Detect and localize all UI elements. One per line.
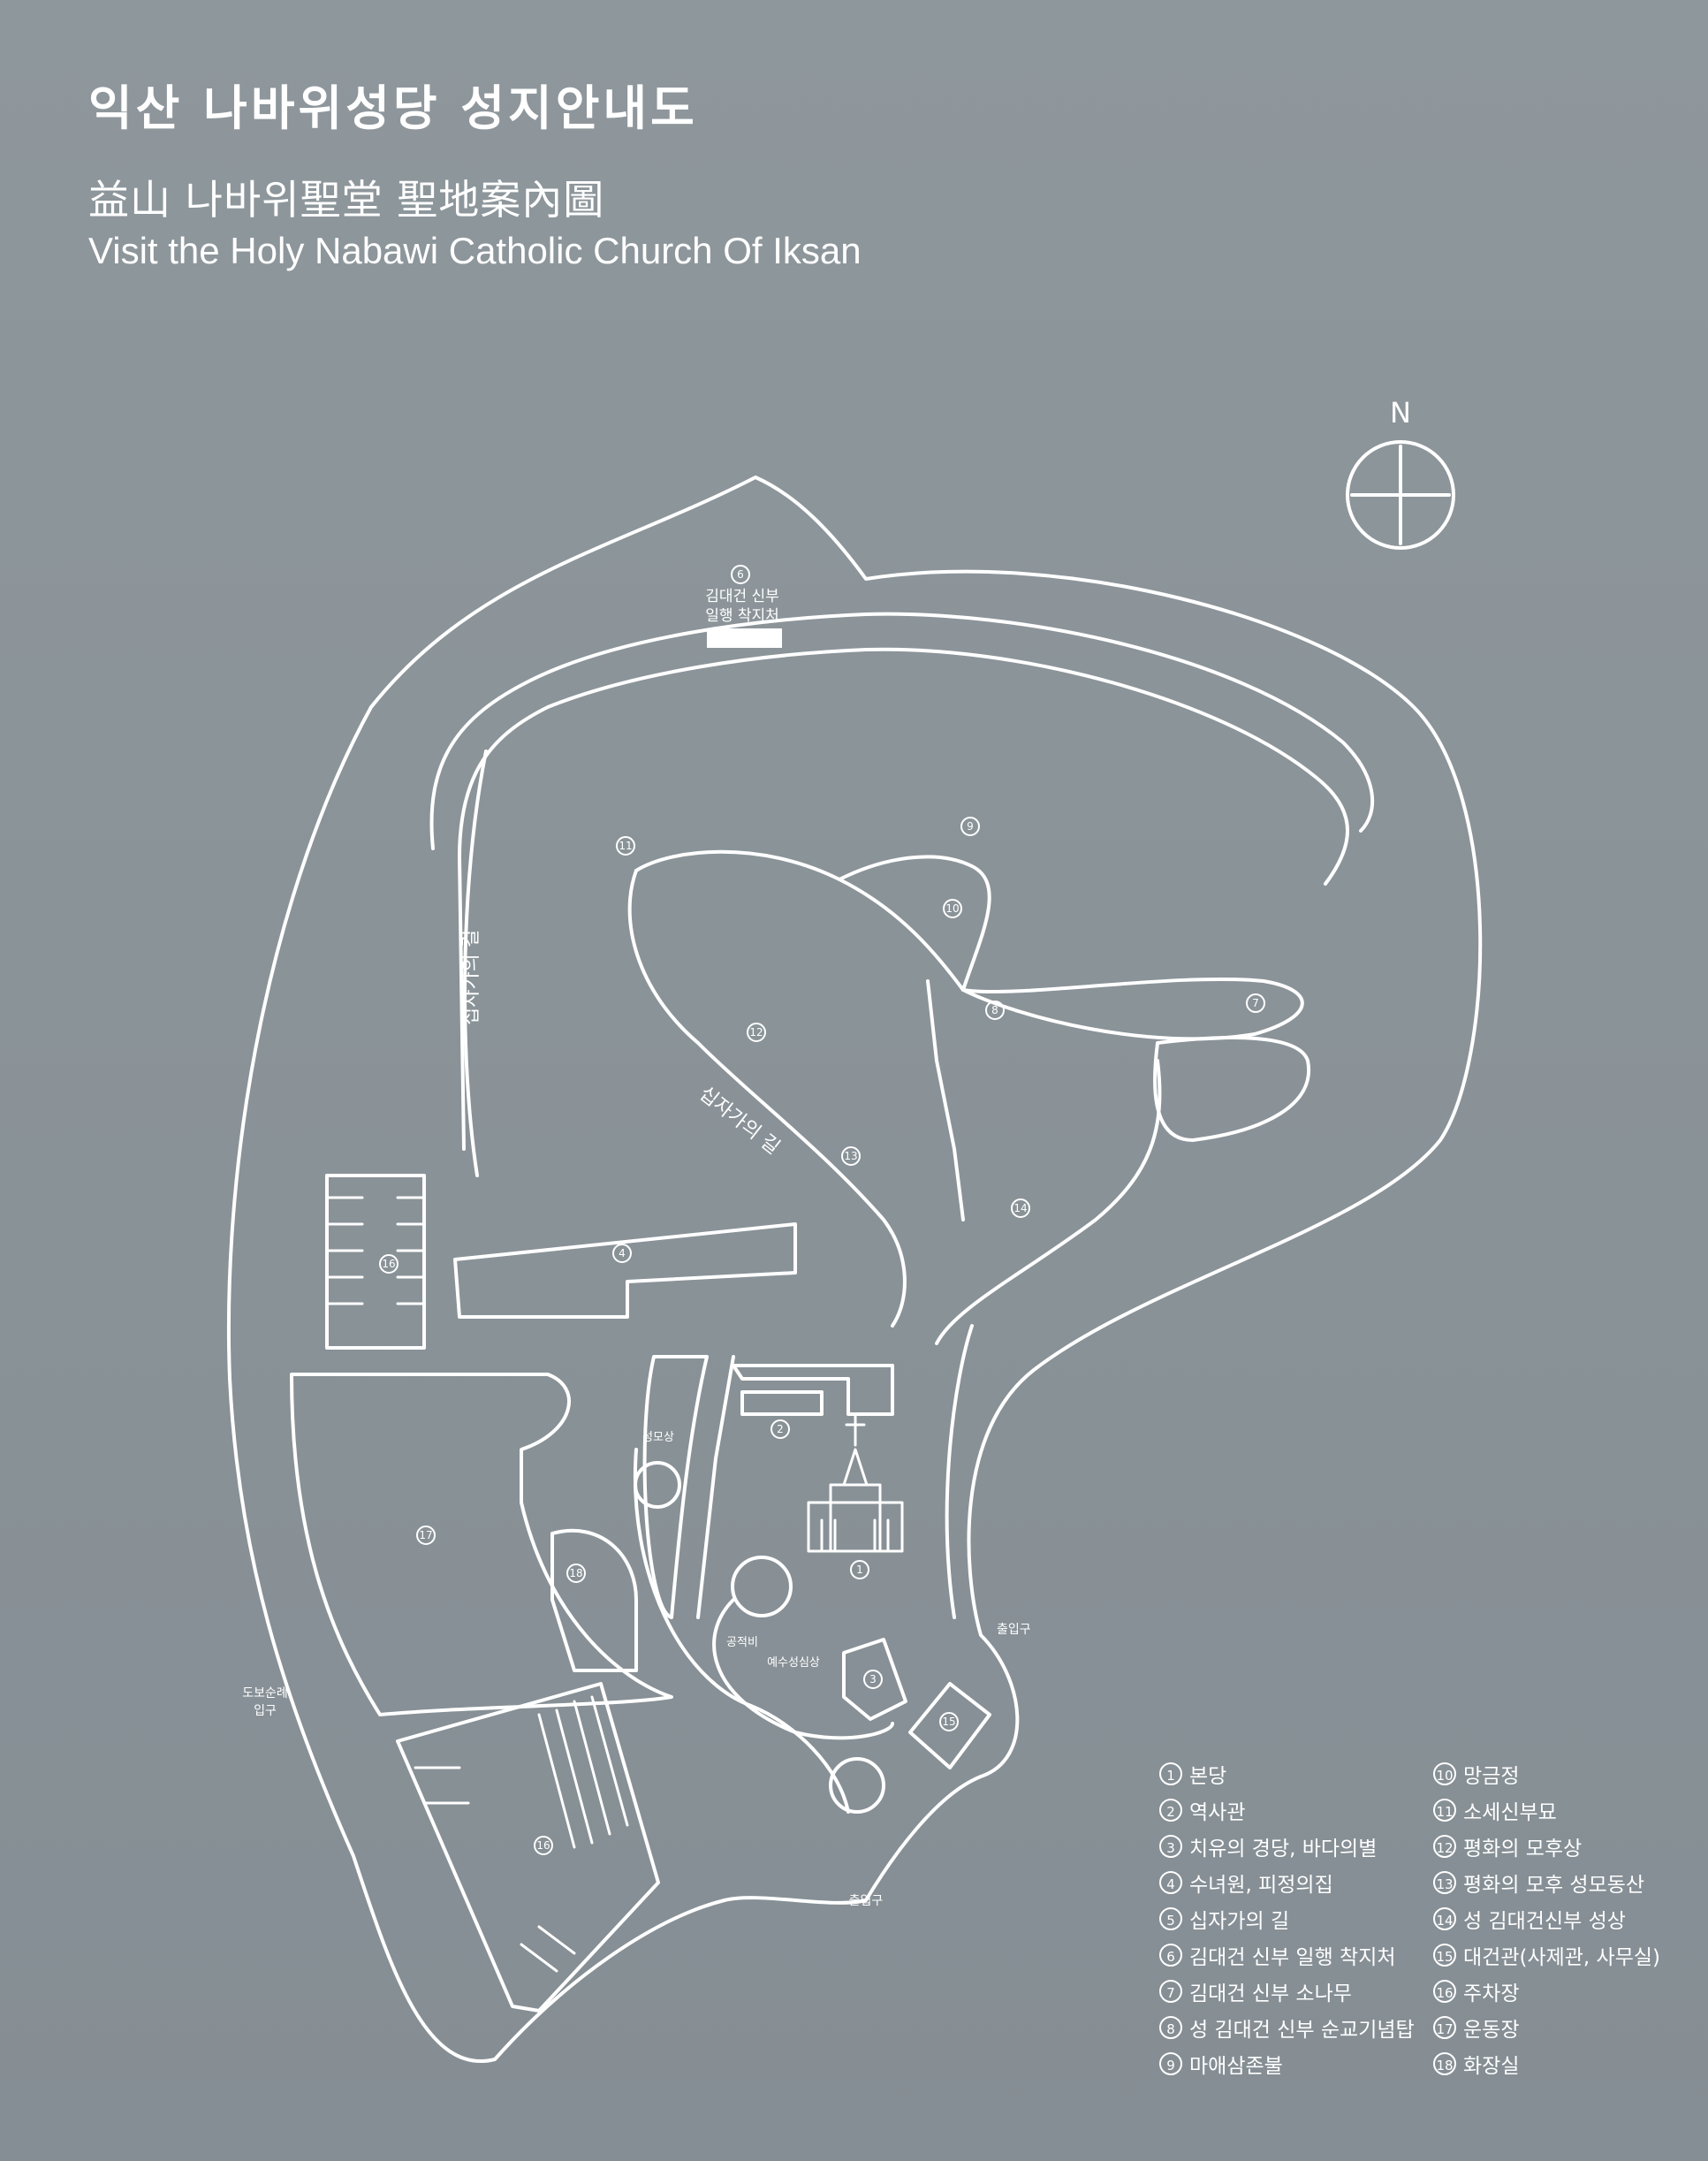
- statue-left: [634, 1461, 681, 1509]
- label-exit-east: 출입구: [997, 1623, 1031, 1637]
- label-pilgrim-entrance-2: 입구: [254, 1704, 277, 1718]
- label-statue: 성모상: [642, 1431, 674, 1444]
- statue-circle: [829, 1757, 885, 1814]
- marker-13: 13: [844, 1150, 857, 1162]
- east-road: [935, 1059, 1162, 1619]
- site6-label-2: 일행 착지처: [705, 607, 779, 625]
- path-label-west: 십자가의 길: [460, 930, 482, 1025]
- site6-marker: [707, 628, 782, 648]
- west-lawn: [642, 1355, 709, 1619]
- marker-1: 1: [856, 1564, 863, 1576]
- site-boundary: [226, 476, 1483, 2063]
- sports-field: [290, 1373, 673, 1716]
- label-exit-south: 출입구: [849, 1894, 884, 1908]
- marker-7: 7: [1252, 997, 1259, 1009]
- title-hanja: 益山 나바위聖堂 聖地案內圖: [88, 176, 605, 224]
- marker-16-north: 16: [382, 1258, 395, 1270]
- path-label-inner: 십자가의 길: [695, 1083, 784, 1159]
- marker-17: 17: [419, 1529, 432, 1541]
- marker-11: 11: [619, 840, 632, 852]
- compass-icon: [1346, 440, 1455, 550]
- marker-4: 4: [619, 1247, 626, 1259]
- parking-south: [396, 1682, 660, 2013]
- label-jesus-heart: 예수성심상: [767, 1656, 820, 1670]
- marker-18: 18: [569, 1567, 582, 1579]
- parking-north: [325, 1174, 426, 1350]
- church-icon: [807, 1412, 904, 1553]
- site6-label-1: 김대건 신부: [705, 588, 779, 605]
- east-loop: [1152, 1036, 1311, 1142]
- compass-label: N: [1390, 396, 1411, 430]
- label-monument: 공적비: [726, 1636, 758, 1649]
- building-daegeon-hall: [908, 1682, 991, 1769]
- label-pilgrim-entrance-1: 도보순례: [242, 1686, 288, 1701]
- title-english: Visit the Holy Nabawi Catholic Church Of…: [88, 230, 862, 271]
- marker-14: 14: [1013, 1202, 1027, 1214]
- marker-8: 8: [991, 1004, 998, 1016]
- marker-15: 15: [942, 1716, 955, 1728]
- outer-ring-path: [429, 612, 1375, 1177]
- marker-3: 3: [869, 1673, 877, 1685]
- title-korean: 익산 나바위성당 성지안내도: [88, 80, 698, 136]
- building-convent: [453, 1222, 797, 1319]
- inner-loop-path: [634, 849, 1304, 1041]
- marker-16-south: 16: [536, 1839, 550, 1852]
- history-museum-icon: [740, 1390, 824, 1416]
- inner-loop-path-2: [627, 869, 907, 1328]
- building-history-museum: [732, 1364, 894, 1416]
- marker-2: 2: [777, 1423, 784, 1435]
- outer-ring-path-inner: [458, 647, 1349, 1151]
- marker-6: 6: [737, 568, 744, 581]
- toilet-building: [550, 1528, 638, 1672]
- building-chapel: [842, 1638, 907, 1721]
- marker-12: 12: [749, 1026, 763, 1039]
- marker-9: 9: [967, 820, 974, 833]
- marker-10: 10: [945, 902, 959, 915]
- tree-icon: [731, 1556, 793, 1617]
